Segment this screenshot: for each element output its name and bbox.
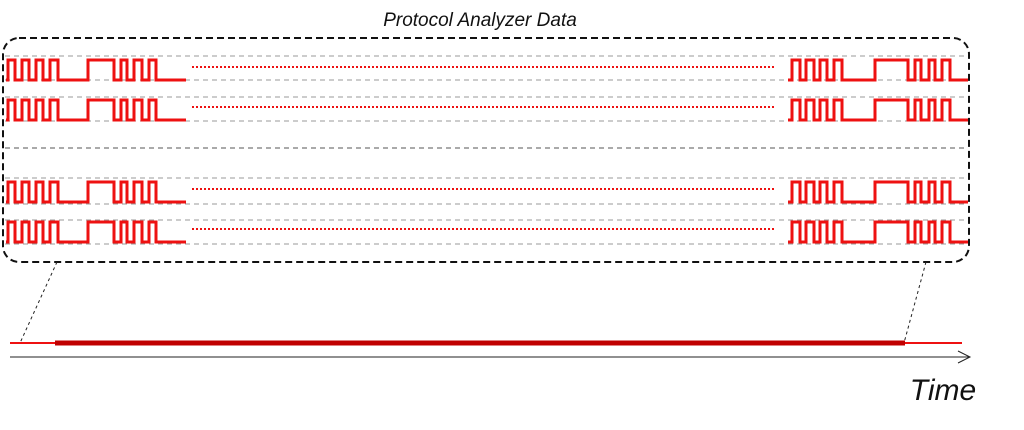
- diagram-title: Protocol Analyzer Data: [383, 10, 577, 31]
- zoom-connector-right: [903, 261, 927, 344]
- signal-traces: [6, 58, 968, 244]
- signal-burst-start: [6, 220, 186, 244]
- time-axis-arrow-icon: [957, 350, 972, 364]
- time-axis-label: Time: [910, 374, 976, 407]
- signal-burst-start: [6, 180, 186, 204]
- signal-lane: [6, 98, 968, 122]
- guide-lines: [5, 55, 967, 245]
- signal-burst-end: [788, 58, 968, 82]
- signal-burst-start: [6, 98, 186, 122]
- signal-lane: [6, 58, 968, 82]
- signal-burst-end: [788, 98, 968, 122]
- signal-lane: [6, 180, 968, 204]
- signal-burst-start: [6, 58, 186, 82]
- signal-burst-end: [788, 180, 968, 204]
- analyzer-data-frame: [2, 37, 970, 263]
- signal-burst-end: [788, 220, 968, 244]
- signal-lane: [6, 220, 968, 244]
- zoom-connector-left: [19, 261, 58, 344]
